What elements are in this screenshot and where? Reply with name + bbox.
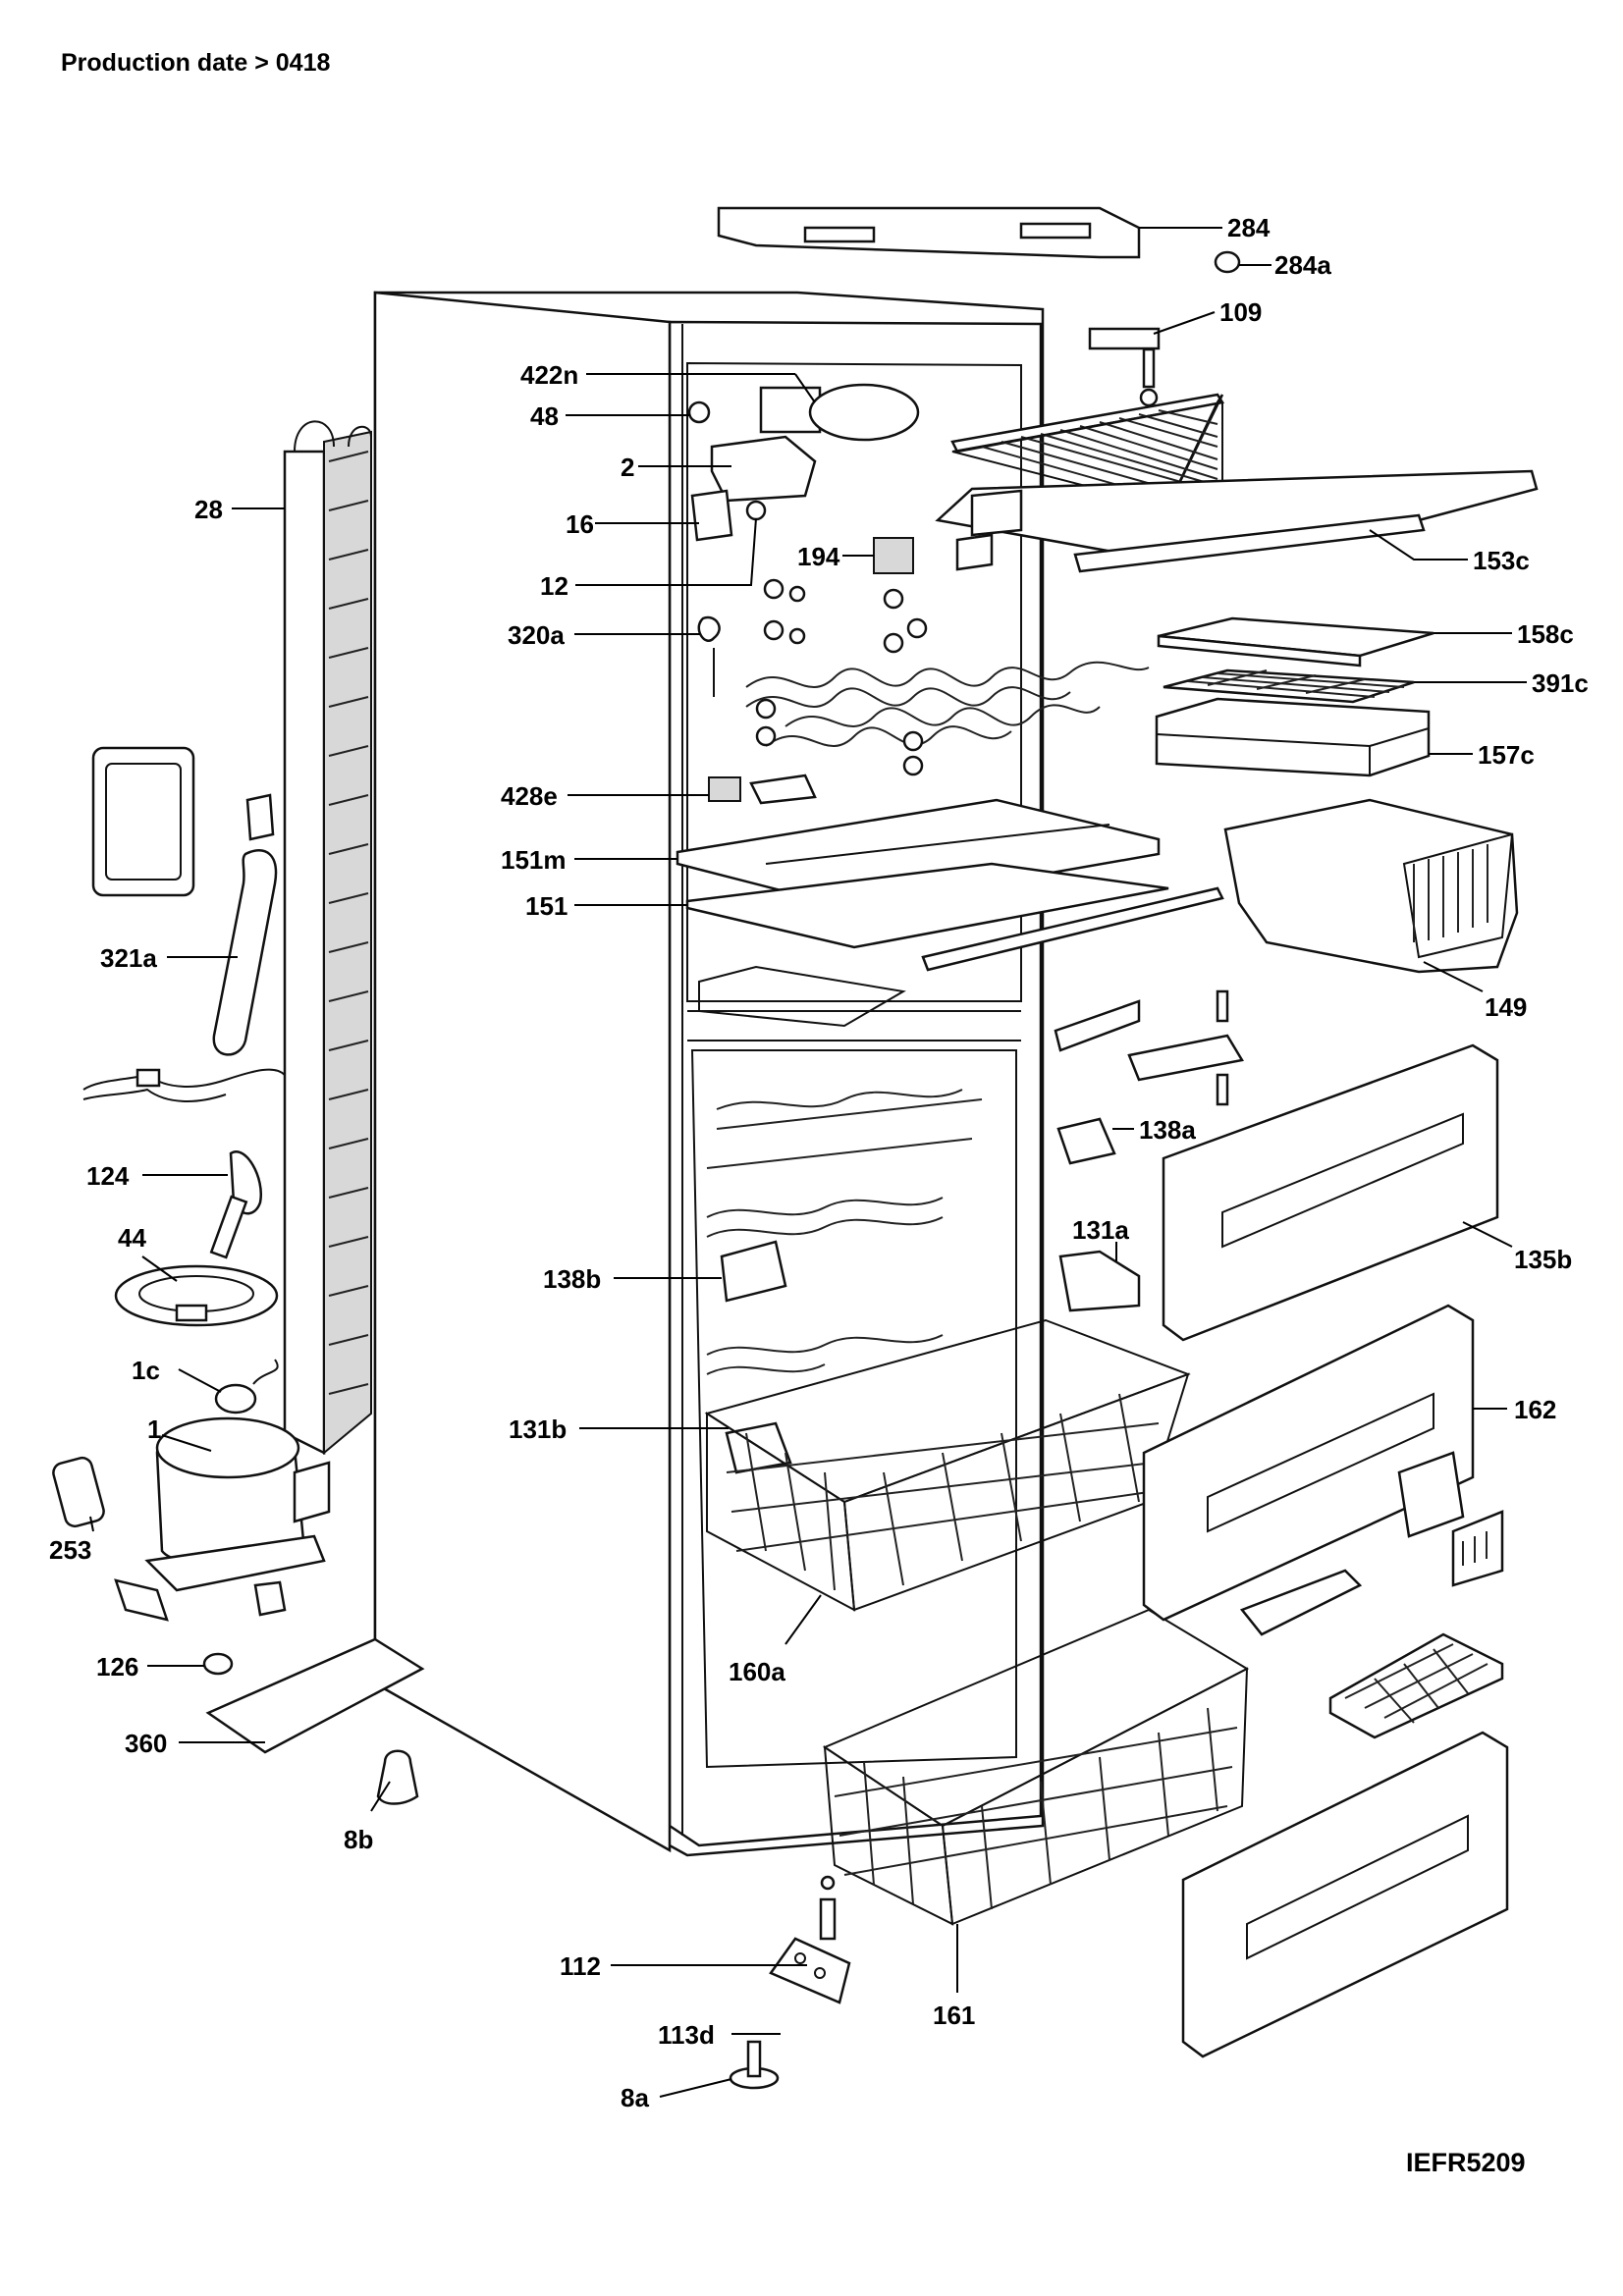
top-hinge: [1088, 327, 1161, 407]
egg-tray: [1157, 616, 1434, 667]
label-131a: 131a: [1072, 1215, 1129, 1245]
leader-lines: [89, 227, 1527, 2098]
adjustable-foot: [729, 2040, 780, 2090]
foot-8b: [376, 1749, 419, 1805]
ice-tray: [1328, 1632, 1504, 1739]
info-card: [1451, 1510, 1504, 1587]
label-28: 28: [194, 495, 223, 524]
crisper-cover: [698, 965, 906, 1028]
label-284a: 284a: [1274, 250, 1331, 280]
storage-box: [1155, 697, 1431, 777]
freezer-basket-161: [822, 1608, 1250, 1926]
evaporator-coil: [745, 578, 1150, 776]
ice-scoop: [1239, 1569, 1363, 1636]
label-8b: 8b: [344, 1825, 373, 1854]
label-422n: 422n: [520, 360, 578, 390]
grid-insert: [1163, 668, 1415, 704]
label-321a: 321a: [100, 943, 157, 973]
label-135b: 135b: [1514, 1245, 1572, 1274]
bottom-door: [1181, 1731, 1509, 2058]
foot-plate: [769, 1937, 851, 2004]
label-158c: 158c: [1517, 619, 1574, 649]
label-plate: [91, 746, 195, 897]
capacitor: [52, 1456, 105, 1528]
label-16: 16: [566, 509, 594, 539]
compressor: [144, 1416, 331, 1592]
dryer-filter: [209, 1150, 263, 1259]
label-131b: 131b: [509, 1415, 567, 1444]
label-253: 253: [49, 1535, 91, 1565]
shelf-frame: [685, 862, 1224, 972]
label-44: 44: [118, 1223, 146, 1253]
label-428e: 428e: [501, 781, 558, 811]
label-48: 48: [530, 401, 559, 431]
freezer-evaporator: [706, 1089, 983, 1375]
label-161: 161: [933, 2001, 975, 2030]
label-149: 149: [1485, 992, 1527, 1022]
freezer-basket-160a: [704, 1318, 1191, 1612]
glass-shelf: [676, 798, 1161, 910]
label-8a: 8a: [621, 2083, 649, 2112]
label-138a: 138a: [1139, 1115, 1196, 1145]
air-vent: [708, 774, 817, 805]
starter-relay: [214, 1359, 279, 1415]
glass-shelf-153c: [935, 469, 1539, 573]
cap-284a: [1214, 250, 1241, 274]
label-320a: 320a: [508, 620, 565, 650]
label-194: 194: [797, 542, 840, 571]
condenser: [283, 420, 372, 1456]
grommet: [202, 1652, 234, 1676]
label-151: 151: [525, 891, 568, 921]
crisper-drawer: [1223, 798, 1519, 974]
drain-hose: [212, 793, 278, 1056]
label-151m: 151m: [501, 845, 567, 875]
wire-harness: [82, 1068, 286, 1102]
foot-bolt: [819, 1875, 837, 1941]
label-160a: 160a: [729, 1657, 785, 1686]
label-284: 284: [1227, 213, 1271, 242]
label-12: 12: [540, 571, 568, 601]
label-391c: 391c: [1532, 668, 1589, 698]
label-1c: 1c: [132, 1356, 160, 1385]
door-flap-135b: [1162, 1043, 1499, 1342]
top-cover: [717, 206, 1141, 259]
freezer-door-162: [1142, 1304, 1475, 1622]
thermostat-assembly: [687, 383, 994, 697]
label-2: 2: [621, 453, 634, 482]
label-153c: 153c: [1473, 546, 1530, 575]
label-157c: 157c: [1478, 740, 1535, 770]
middle-hinge-brackets: [1054, 989, 1244, 1312]
base-rail: [205, 1637, 425, 1754]
label-360: 360: [125, 1729, 167, 1758]
production-date-header: Production date > 0418: [61, 49, 331, 77]
diagram-code: IEFR5209: [1406, 2148, 1526, 2177]
label-112: 112: [560, 1951, 601, 1981]
label-124: 124: [86, 1161, 130, 1191]
label-113d: 113d: [658, 2020, 715, 2050]
label-126: 126: [96, 1652, 138, 1682]
label-162: 162: [1514, 1395, 1556, 1424]
label-138b: 138b: [543, 1264, 601, 1294]
label-109: 109: [1219, 297, 1262, 327]
drip-tray: [114, 1264, 279, 1327]
part-labels: 284 284a 109 422n 48 2 28 16 194 153c 12…: [49, 213, 1589, 2112]
label-1: 1: [147, 1415, 161, 1444]
mounting-brackets: [114, 1578, 287, 1622]
